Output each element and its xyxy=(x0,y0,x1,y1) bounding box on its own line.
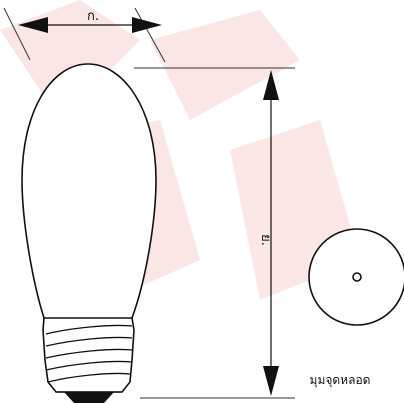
width-arrow-left-icon xyxy=(18,17,48,33)
length-dimension-label: ย. xyxy=(258,234,273,246)
width-dimension: ก. xyxy=(3,7,166,63)
length-arrow-bottom-icon xyxy=(263,366,279,396)
end-view-caption: มุมจุดหลอด xyxy=(310,373,371,388)
length-dimension: ย. xyxy=(134,67,295,399)
width-extension-line-right xyxy=(134,7,166,63)
bulb-base xyxy=(42,317,135,393)
end-view-center-dot xyxy=(352,272,362,282)
length-arrow-top-icon xyxy=(263,70,279,100)
bulb-envelope xyxy=(21,63,157,319)
width-extension-line-left xyxy=(3,7,31,61)
width-arrow-right-icon xyxy=(132,17,162,33)
bulb-contact xyxy=(64,392,114,403)
bulb-end-view-icon xyxy=(308,228,404,326)
bulb-outline-icon xyxy=(21,63,157,403)
width-dimension-label: ก. xyxy=(87,9,99,24)
